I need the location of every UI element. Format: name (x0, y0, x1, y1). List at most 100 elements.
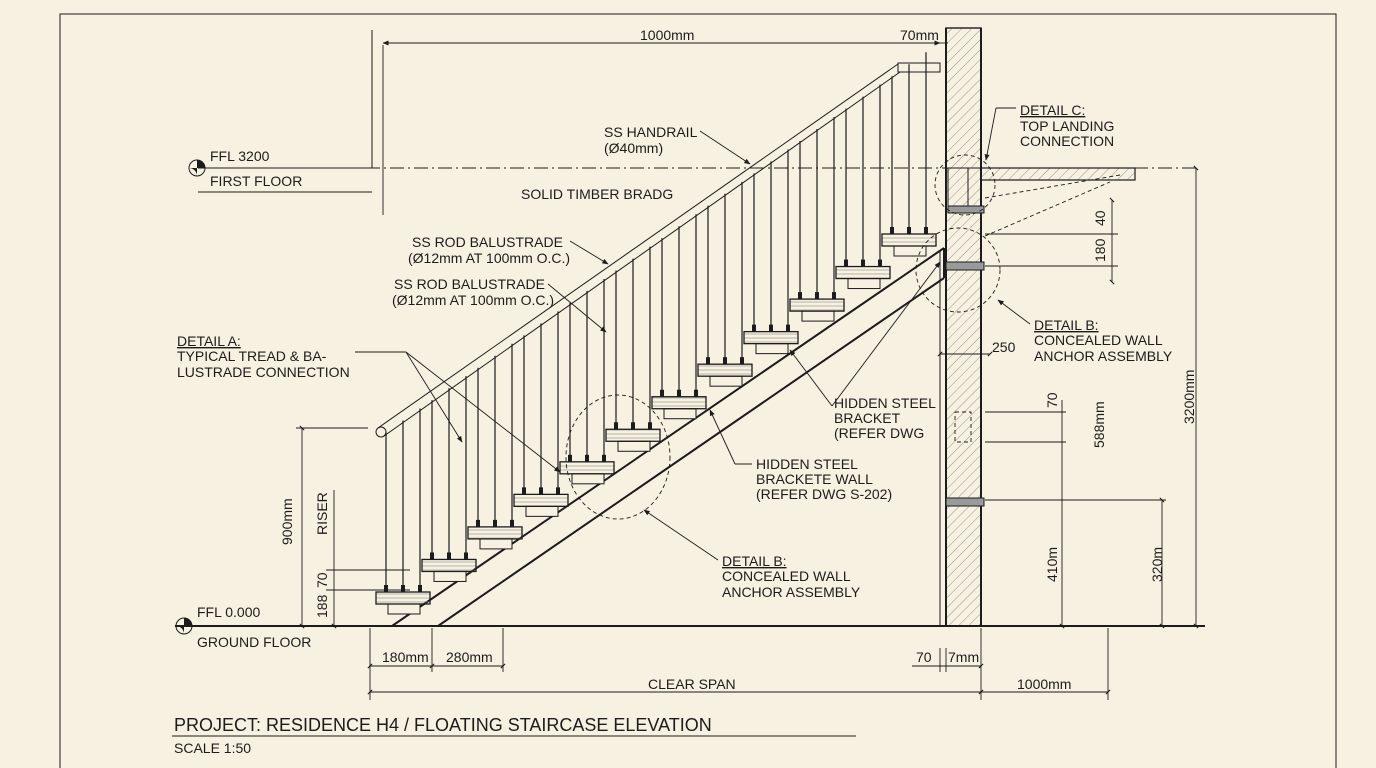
baluster-base (614, 422, 618, 430)
wall-anchor-plates (945, 261, 985, 507)
baluster-base (878, 259, 882, 267)
baluster-base (464, 552, 468, 560)
dimension-riser-70: 70 (314, 572, 330, 588)
baluster-base (510, 519, 514, 527)
baluster-base (522, 487, 526, 495)
stair-tread (881, 233, 937, 247)
baluster-base (723, 357, 727, 365)
baluster-base (660, 389, 664, 397)
note-balustrade-b-1: SS ROD BALUSTRADE (394, 276, 545, 292)
baluster-base (677, 389, 681, 397)
stair-tread (375, 591, 431, 605)
baluster-base (706, 357, 710, 365)
stair-tread (513, 493, 569, 508)
note-bracket-1: HIDDEN STEEL (834, 395, 936, 411)
baluster-base (447, 552, 451, 560)
stair-tread (467, 526, 523, 540)
baluster-base (556, 487, 560, 495)
stair-tread (651, 396, 707, 410)
tread-support-block (525, 505, 559, 517)
stair-tread (835, 265, 891, 280)
note-stringer: SOLID TIMBER BRADG (521, 186, 673, 202)
sheet-border (59, 13, 1337, 768)
ground-floor-name: GROUND FLOOR (197, 634, 311, 650)
annotation-leaders (355, 107, 1031, 561)
baluster-base (844, 259, 848, 267)
dimension-bottom-lines (367, 628, 1111, 700)
dimension-right-588: 588mm (1091, 401, 1107, 448)
note-detail-c-3: CONNECTION (1020, 133, 1114, 149)
first-floor-level: FFL 3200 (210, 148, 270, 164)
dimension-rail-height: 900mm (279, 498, 295, 545)
note-detail-a-3: LUSTRADE CONNECTION (177, 364, 350, 380)
note-detail-b-right-1: DETAIL B: (1034, 317, 1099, 333)
note-detail-c-2: TOP LANDING (1020, 118, 1114, 134)
tread-support-block (387, 603, 421, 615)
dimension-tread-280: 280mm (446, 649, 493, 665)
dimension-top-gap: 70mm (900, 27, 939, 43)
baluster-base (815, 292, 819, 300)
baluster-base (907, 227, 911, 234)
baluster-base (430, 552, 434, 560)
stair-tread (697, 363, 753, 377)
baluster-base (476, 519, 480, 527)
dimension-bottom-1000: 1000mm (1017, 676, 1071, 692)
drawing-scale: SCALE 1:50 (174, 740, 251, 756)
stair-tread (559, 461, 615, 475)
note-bracket-wall-2: BRACKETE WALL (756, 471, 873, 487)
baluster-base (585, 454, 589, 462)
baluster-base (786, 324, 790, 332)
stair-tread (789, 298, 845, 312)
note-handrail-1: SS HANDRAIL (604, 124, 698, 140)
dimension-riser-188: 188 (314, 594, 330, 618)
dimension-riser-label: RISER (314, 492, 330, 535)
baluster-base (493, 519, 497, 527)
dimension-bottom-70: 70 (916, 649, 932, 665)
dimension-top-span: 1000mm (640, 27, 694, 43)
dimension-right-70: 70 (1044, 392, 1060, 408)
baluster-base (602, 454, 606, 462)
tread-support-block (571, 473, 605, 485)
note-balustrade-b-2: (Ø12mm AT 100mm O.C.) (392, 292, 554, 308)
dimension-right-40: 40 (1092, 210, 1108, 226)
landing-slab (947, 167, 1136, 214)
tread-support-block (755, 343, 789, 355)
tread-support-block (663, 408, 697, 420)
dimension-left-lines (296, 425, 410, 629)
baluster-base (769, 324, 773, 332)
note-bracket-wall-3: (REFER DWG S-202) (756, 486, 892, 502)
stair-tread (743, 330, 799, 345)
tread-support-block (433, 570, 467, 582)
tread-support-block (617, 440, 651, 452)
note-bracket-3: (REFER DWG (834, 425, 924, 441)
note-detail-b-right-3: ANCHOR ASSEMBLY (1034, 348, 1173, 364)
baluster-base (694, 389, 698, 397)
note-handrail-2: (Ø40mm) (604, 140, 663, 156)
dimension-right-320: 320m (1149, 547, 1165, 582)
tread-support-block (479, 538, 513, 550)
baluster-base (740, 357, 744, 365)
level-marker-ground (175, 617, 193, 635)
note-detail-b-low-1: DETAIL B: (722, 553, 787, 569)
stair-tread (421, 558, 477, 573)
baluster-base (798, 292, 802, 300)
note-detail-a-2: TYPICAL TREAD & BA- (177, 348, 327, 364)
note-bracket-wall-1: HIDDEN STEEL (756, 456, 858, 472)
level-marker-first (188, 159, 206, 177)
dimension-right-180: 180 (1092, 238, 1108, 262)
baluster-base (832, 292, 836, 300)
dimension-tread-180: 180mm (382, 649, 429, 665)
drawing-title: PROJECT: RESIDENCE H4 / FLOATING STAIRCA… (174, 715, 712, 735)
balustrade-rods (384, 52, 928, 592)
tread-support-block (893, 245, 927, 257)
note-bracket-2: BRACKET (834, 410, 901, 426)
note-detail-b-right-2: CONCEALED WALL (1034, 332, 1163, 348)
tread-support-block (801, 310, 835, 322)
stair-tread (605, 428, 661, 442)
detail-circles (565, 154, 1121, 520)
baluster-base (384, 585, 388, 592)
dimension-bottom-7mm: 7mm (948, 649, 979, 665)
dimension-right-250: 250 (992, 339, 1016, 355)
baluster-base (401, 585, 405, 592)
